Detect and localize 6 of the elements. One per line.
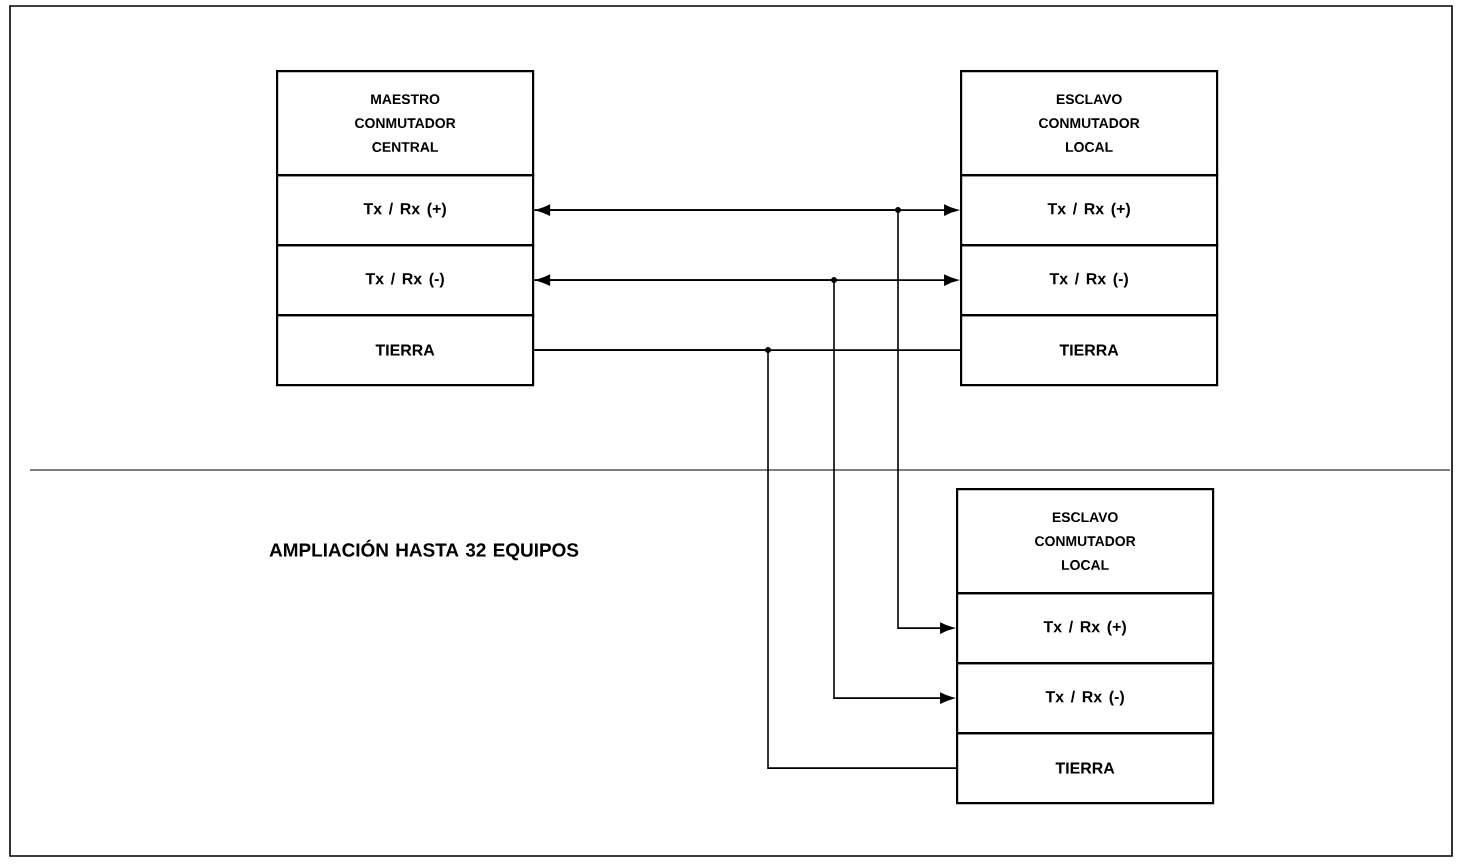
note-text: AMPLIACIÓN HASTA 32 EQUIPOS bbox=[269, 539, 579, 561]
connector bbox=[533, 207, 954, 634]
connector bbox=[533, 347, 957, 769]
connector bbox=[536, 274, 958, 286]
connector bbox=[533, 277, 954, 704]
connector bbox=[536, 204, 958, 216]
